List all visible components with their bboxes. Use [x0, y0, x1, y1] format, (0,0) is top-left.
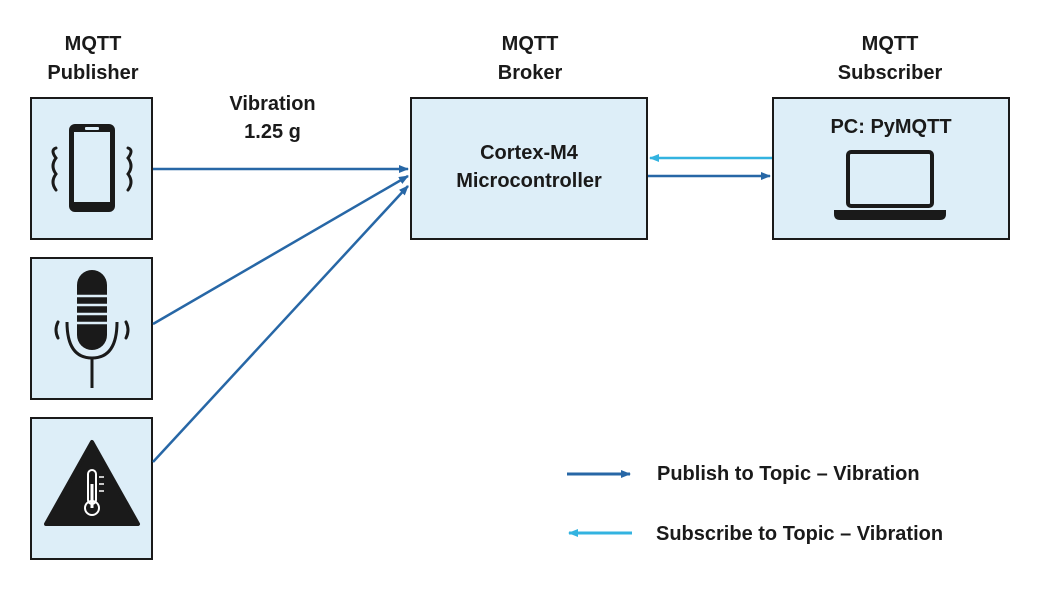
broker-header-line2: Broker — [497, 62, 563, 84]
legend-publish-label: Publish to Topic – Vibration — [657, 463, 920, 485]
subscriber-header-line1: MQTT — [861, 33, 919, 55]
message-line1: Vibration — [229, 93, 316, 115]
broker-header: MQTT Broker — [455, 30, 605, 88]
publish-arrow-thermometer — [152, 185, 409, 463]
broker-header-line1: MQTT — [501, 33, 559, 55]
broker-box-line1: Cortex-M4 — [480, 142, 578, 164]
vibrating-phone-icon — [51, 124, 133, 212]
legend-subscribe-label: Subscribe to Topic – Vibration — [656, 523, 944, 545]
publisher-header-line2: Publisher — [47, 62, 139, 84]
subscriber-header-line2: Subscriber — [837, 62, 943, 84]
laptop-icon — [834, 150, 946, 220]
broker-box-line2: Microcontroller — [456, 170, 602, 192]
microphone-icon — [54, 270, 130, 388]
message-label: Vibration 1.25 g — [205, 90, 340, 146]
publisher-header-line1: MQTT — [64, 33, 122, 55]
broker-box-text: Cortex-M4 Microcontroller — [412, 139, 646, 195]
subscriber-header: MQTT Subscriber — [810, 30, 970, 88]
publish-arrow-microphone — [152, 174, 409, 326]
subscriber-box-title: PC: PyMQTT — [830, 116, 952, 138]
publisher-header: MQTT Publisher — [30, 30, 156, 88]
temperature-warning-icon — [44, 440, 140, 526]
broker-box: Cortex-M4 Microcontroller — [410, 97, 648, 240]
message-line2: 1.25 g — [244, 121, 301, 143]
